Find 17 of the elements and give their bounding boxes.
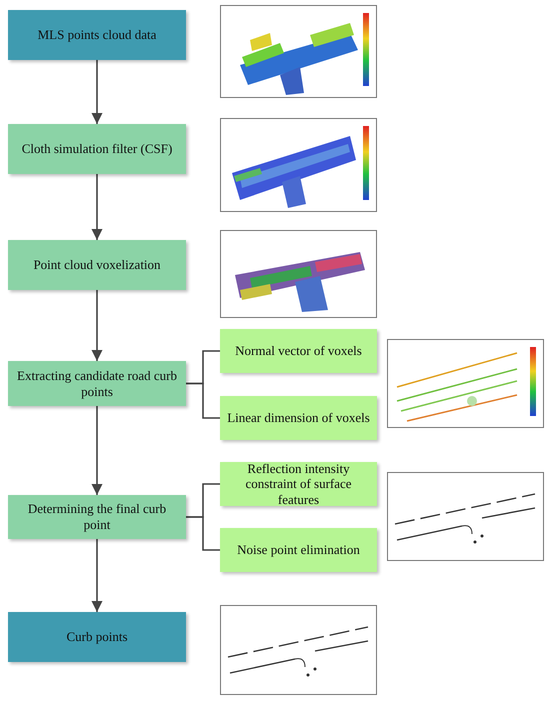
process-box: Extracting candidate road curb points — [8, 361, 186, 406]
process-box: Normal vector of voxels — [220, 329, 377, 373]
process-box: Noise point elimination — [220, 528, 377, 572]
terminal-box: MLS points cloud data — [8, 10, 186, 60]
arrow — [91, 290, 103, 361]
process-box: Cloth simulation filter (CSF) — [8, 124, 186, 174]
arrow — [91, 174, 103, 240]
process-box: Linear dimension of voxels — [220, 396, 377, 440]
process-box: Determining the final curb point — [8, 495, 186, 539]
arrow — [91, 60, 103, 124]
terminal-box: Curb points — [8, 612, 186, 662]
arrow — [91, 406, 103, 495]
bracket-connector — [186, 516, 220, 551]
bracket-connector — [186, 382, 220, 419]
process-box: Point cloud voxelization — [8, 240, 186, 290]
arrow — [91, 539, 103, 612]
process-box: Reflection intensity constraint of surface features — [220, 462, 377, 506]
